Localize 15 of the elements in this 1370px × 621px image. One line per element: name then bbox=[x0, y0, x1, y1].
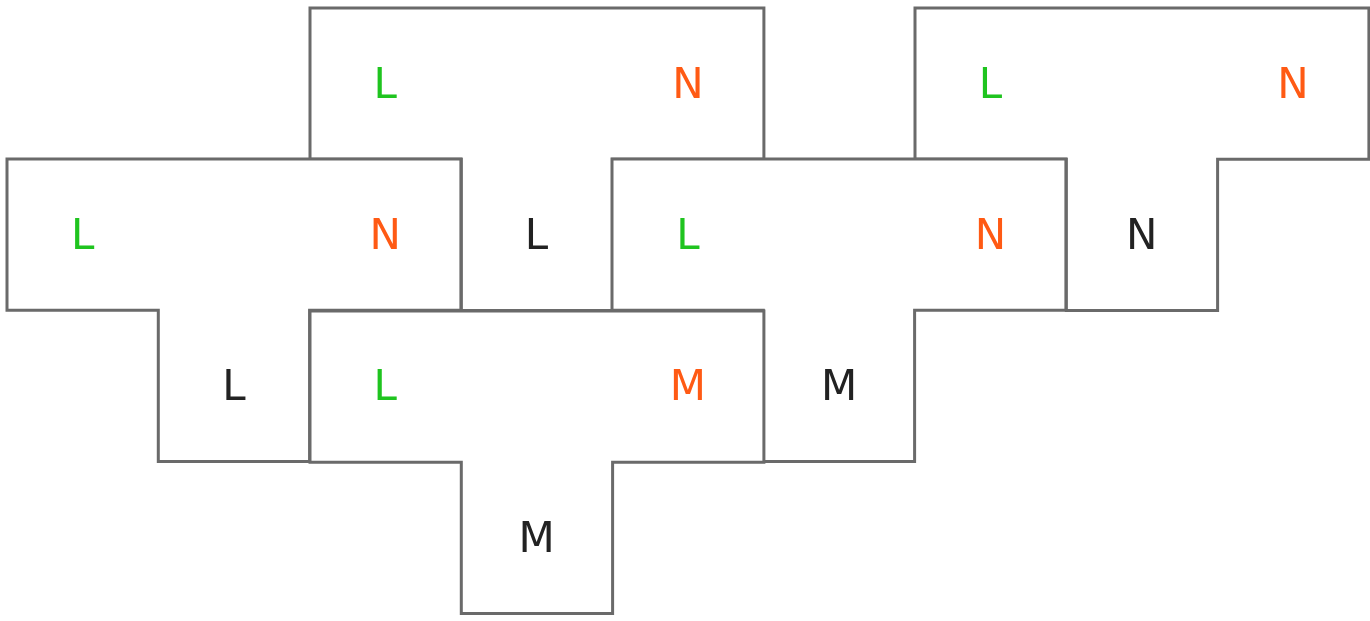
letter-label: N bbox=[1276, 62, 1310, 105]
letter-label: N bbox=[368, 213, 402, 256]
letter-label: N bbox=[1125, 213, 1159, 256]
letter-label: L bbox=[372, 365, 398, 408]
letter-label: L bbox=[523, 213, 550, 256]
letter-label: L bbox=[221, 365, 247, 408]
letter-label: M bbox=[820, 365, 859, 408]
letter-label: M bbox=[517, 516, 556, 559]
letter-label: N bbox=[973, 213, 1008, 256]
letter-label: N bbox=[671, 62, 705, 105]
letter-label: L bbox=[977, 62, 1004, 105]
letter-label: L bbox=[675, 213, 701, 256]
letter-label: L bbox=[372, 62, 398, 105]
letter-label: L bbox=[69, 213, 96, 256]
letter-label: M bbox=[668, 365, 707, 408]
